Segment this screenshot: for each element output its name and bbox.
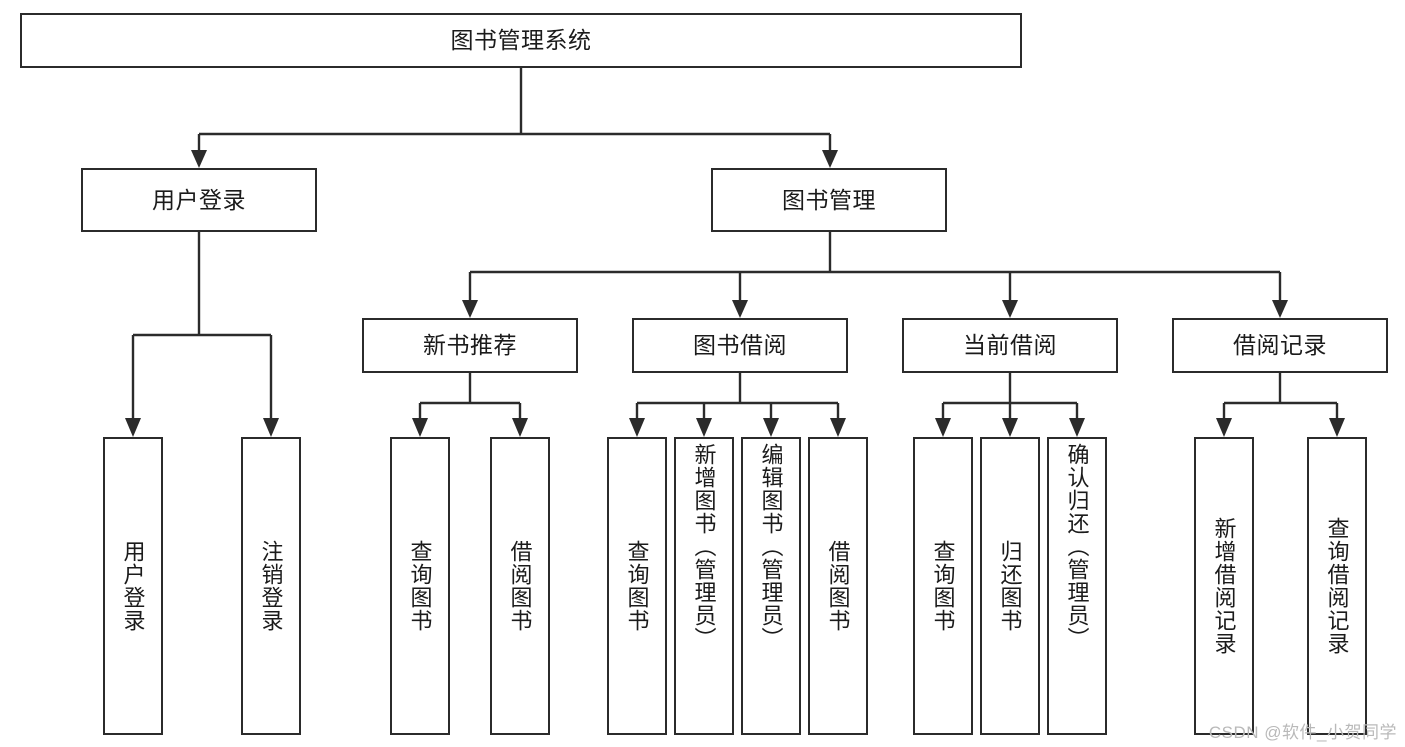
node-leaf-logout-login[interactable]: 注销登录 [241, 437, 301, 735]
arrow-user-login [191, 150, 207, 168]
node-leaf-borrow-book-1-label: 借阅图书 [507, 540, 533, 632]
arrow-book-manage [822, 150, 838, 168]
node-leaf-query-book-1[interactable]: 查询图书 [390, 437, 450, 735]
node-new-book-recommend[interactable]: 新书推荐 [362, 318, 578, 373]
node-leaf-confirm-return[interactable]: 确认归还（管理员） [1047, 437, 1107, 735]
arrow-leaf-query-book-2 [629, 418, 645, 437]
node-root[interactable]: 图书管理系统 [20, 13, 1022, 68]
node-leaf-edit-book[interactable]: 编辑图书（管理员） [741, 437, 801, 735]
arrow-book-borrow [732, 300, 748, 318]
node-leaf-add-book-label: 新增图书（管理员） [691, 443, 717, 650]
arrow-leaf-borrow-book-2 [830, 418, 846, 437]
node-leaf-edit-book-label: 编辑图书（管理员） [758, 443, 784, 650]
arrow-current-borrow [1002, 300, 1018, 318]
node-root-label: 图书管理系统 [450, 27, 592, 54]
node-leaf-logout-login-label: 注销登录 [258, 540, 284, 632]
arrow-new-book [462, 300, 478, 318]
node-leaf-query-record-label: 查询借阅记录 [1324, 517, 1350, 655]
arrow-leaf-query-book-3 [935, 418, 951, 437]
node-book-borrow-label: 图书借阅 [693, 332, 787, 359]
node-leaf-query-book-3-label: 查询图书 [930, 540, 956, 632]
arrow-leaf-return-book [1002, 418, 1018, 437]
node-leaf-return-book-label: 归还图书 [997, 540, 1023, 632]
arrow-leaf-confirm-return [1069, 418, 1085, 437]
node-current-borrow[interactable]: 当前借阅 [902, 318, 1118, 373]
node-leaf-borrow-book-2[interactable]: 借阅图书 [808, 437, 868, 735]
node-leaf-return-book[interactable]: 归还图书 [980, 437, 1040, 735]
node-leaf-add-book[interactable]: 新增图书（管理员） [674, 437, 734, 735]
arrow-leaf-query-book-1 [412, 418, 428, 437]
node-user-login-label: 用户登录 [152, 186, 246, 213]
node-book-manage-label: 图书管理 [782, 186, 876, 213]
node-new-book-recommend-label: 新书推荐 [423, 332, 517, 359]
node-leaf-add-record-label: 新增借阅记录 [1211, 517, 1237, 655]
csdn-watermark: CSDN @软件_小贺同学 [1208, 723, 1397, 742]
node-current-borrow-label: 当前借阅 [963, 332, 1057, 359]
arrow-leaf-add-record [1216, 418, 1232, 437]
node-leaf-add-record[interactable]: 新增借阅记录 [1194, 437, 1254, 735]
arrow-leaf-logout-login [263, 418, 279, 437]
arrow-leaf-add-book [696, 418, 712, 437]
arrow-leaf-borrow-book-1 [512, 418, 528, 437]
node-leaf-user-login[interactable]: 用户登录 [103, 437, 163, 735]
node-leaf-query-book-1-label: 查询图书 [407, 540, 433, 632]
node-leaf-borrow-book-1[interactable]: 借阅图书 [490, 437, 550, 735]
node-borrow-record[interactable]: 借阅记录 [1172, 318, 1388, 373]
arrow-leaf-query-record [1329, 418, 1345, 437]
node-book-borrow[interactable]: 图书借阅 [632, 318, 848, 373]
node-leaf-confirm-return-label: 确认归还（管理员） [1064, 443, 1090, 650]
arrow-leaf-user-login [125, 418, 141, 437]
node-book-manage[interactable]: 图书管理 [711, 168, 947, 232]
node-leaf-query-record[interactable]: 查询借阅记录 [1307, 437, 1367, 735]
node-borrow-record-label: 借阅记录 [1233, 332, 1327, 359]
node-leaf-query-book-2-label: 查询图书 [624, 540, 650, 632]
node-leaf-borrow-book-2-label: 借阅图书 [825, 540, 851, 632]
arrow-borrow-record [1272, 300, 1288, 318]
node-user-login[interactable]: 用户登录 [81, 168, 317, 232]
node-leaf-query-book-2[interactable]: 查询图书 [607, 437, 667, 735]
arrow-leaf-edit-book [763, 418, 779, 437]
node-leaf-query-book-3[interactable]: 查询图书 [913, 437, 973, 735]
node-leaf-user-login-label: 用户登录 [120, 540, 146, 632]
